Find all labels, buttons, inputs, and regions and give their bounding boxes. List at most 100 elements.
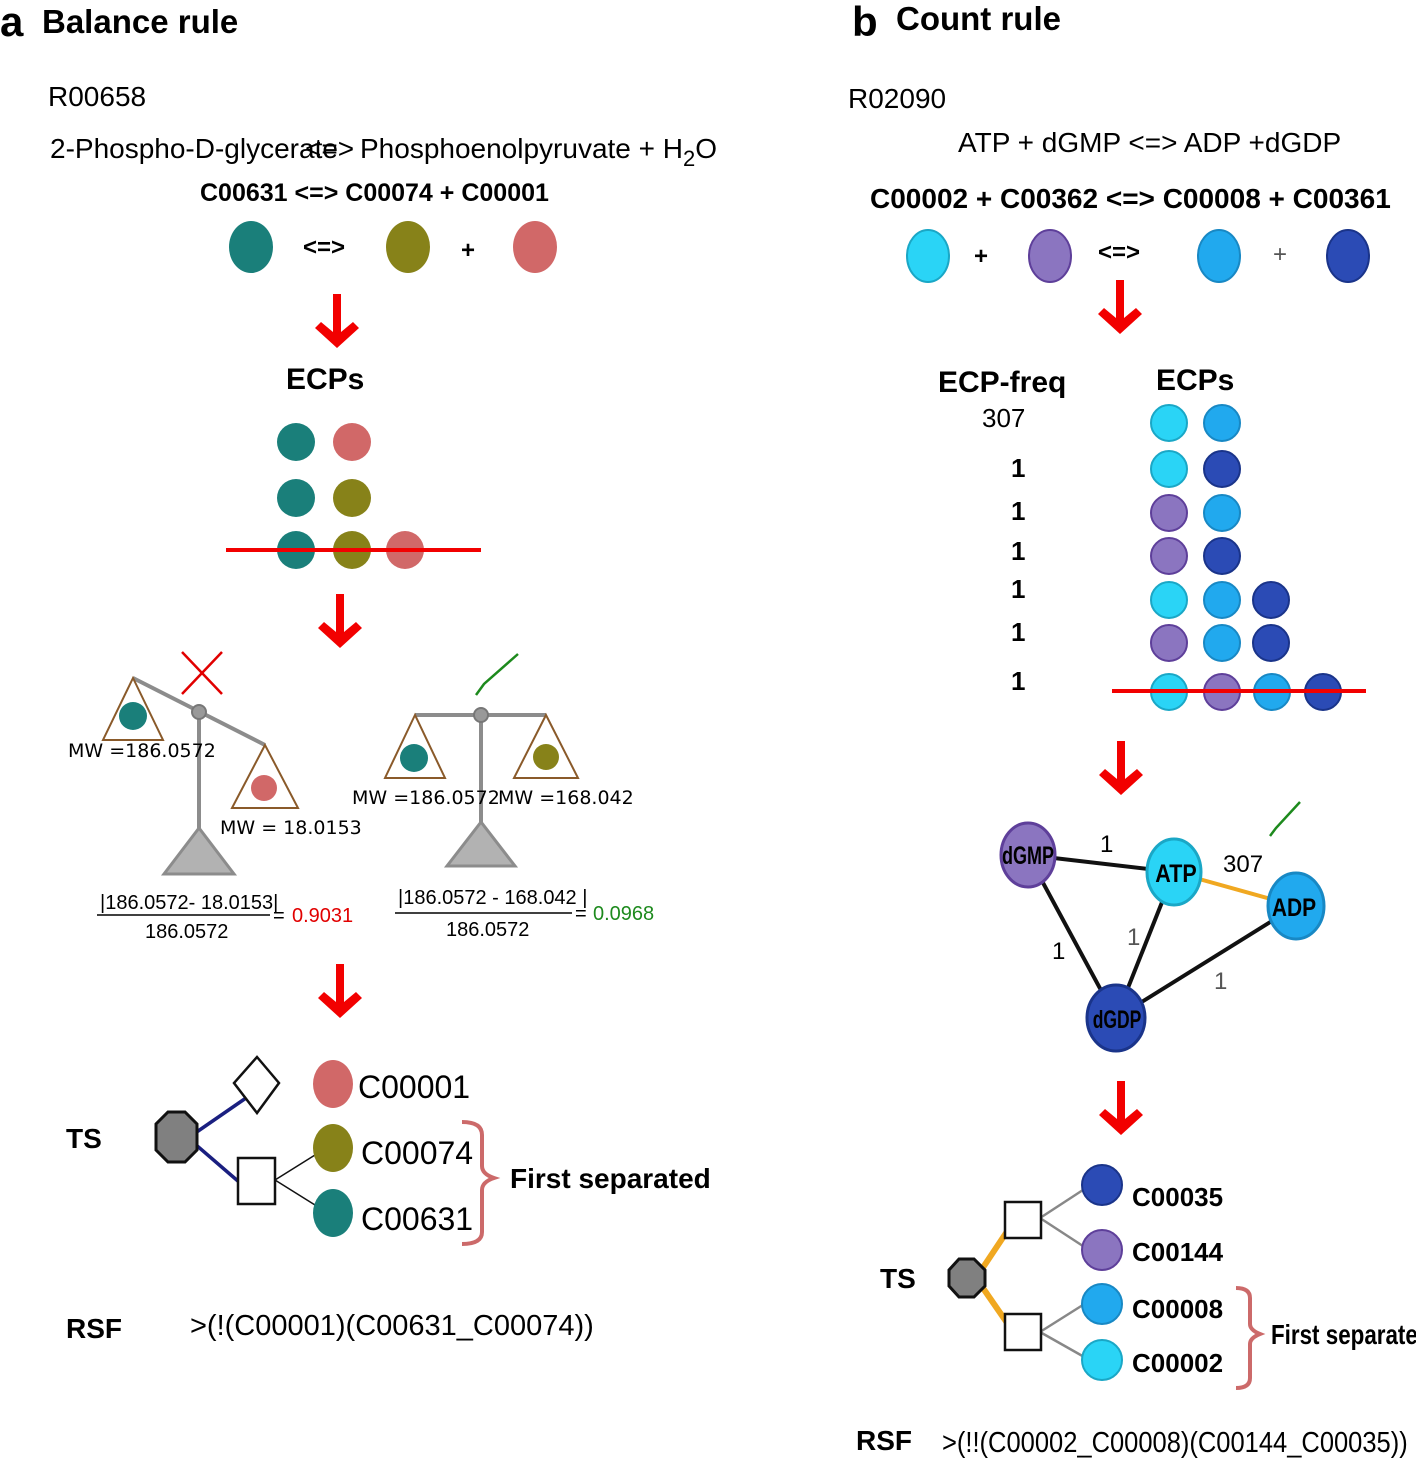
tree-structure-b: TS C00035 C00144 C00008 C00002 First sep…: [880, 1164, 1416, 1390]
fraction-value: 0.9031: [292, 905, 353, 927]
ecp-circle: [1203, 581, 1241, 619]
plus-symbol: +: [1273, 241, 1287, 268]
node-label: ADP: [1272, 893, 1316, 921]
compound-C00002: [906, 229, 950, 283]
rsf-label: RSF: [856, 1425, 912, 1456]
ecp-circle: [333, 479, 371, 517]
leaf-label: C00002: [1132, 1348, 1223, 1378]
ecp-circle: [277, 423, 315, 461]
fraction-denominator: 186.0572: [145, 921, 228, 943]
node-label: ATP: [1155, 859, 1196, 887]
leaf-C00002: [1081, 1339, 1123, 1381]
leaf-label: C00001: [358, 1069, 470, 1105]
compound-C00001: [513, 221, 557, 273]
arrow-down: [1098, 280, 1142, 334]
panel-a-reaction-id: R00658: [48, 81, 146, 112]
panel-a-equation: 2-Phospho-D-glycerate <=> Phosphoenolpyr…: [50, 133, 717, 171]
eq-symbol: <=>: [1098, 239, 1140, 266]
mw-label: MW =186.0572: [68, 740, 216, 762]
ecps-header: ECPs: [286, 363, 364, 396]
freq-value: 1: [1011, 536, 1025, 566]
first-separated-label: First separated: [1271, 1320, 1416, 1351]
panel-a-id-equation: C00631 <=> C00074 + C00001: [200, 179, 549, 207]
mw-label: MW = 18.0153: [220, 817, 362, 839]
square-node: [236, 1156, 277, 1206]
ecp-circle: [1203, 404, 1241, 442]
ecp-circle: [277, 479, 315, 517]
leaf-C00631: [313, 1189, 353, 1237]
rsf-value: >(!!(C00002_C00008)(C00144_C00035)): [942, 1425, 1408, 1458]
eq-left: 2-Phospho-D-glycerate: [50, 133, 338, 164]
ecp-circle: [1252, 581, 1290, 619]
arrow-down: [318, 594, 362, 648]
tree-structure-a: TS C00001 C00074 C00631 First separated: [66, 1055, 711, 1246]
ts-label: TS: [66, 1123, 102, 1154]
ecp-circle: [1150, 404, 1188, 442]
eq-symbol: <=>: [303, 234, 345, 261]
node-ADP: [1266, 871, 1326, 941]
brace: [461, 1120, 501, 1246]
fraction-accepted: |186.0572 - 168.042 | 186.0572 = 0.0968: [395, 887, 654, 941]
leaf-C00008: [1081, 1283, 1123, 1325]
panel-b-reaction-id: R02090: [848, 83, 946, 114]
panel-a-letter: a: [0, 0, 24, 45]
square-node: [1003, 1200, 1043, 1240]
edge-label: 1: [1052, 938, 1065, 965]
leaf-label: C00008: [1132, 1294, 1223, 1324]
mw-label: MW =168.042: [498, 787, 634, 809]
root-node: [154, 1110, 199, 1164]
freq-value: 307: [982, 403, 1025, 433]
ecp-graph: dGMP ATP ADP dGDP 1 307 1 1 1: [999, 801, 1326, 1053]
eq-sub: 2: [683, 146, 695, 171]
graph-edge: [1114, 904, 1298, 1020]
balance-scale-accepted: MW =186.0572 MW =168.042: [352, 653, 634, 868]
plus-symbol: +: [974, 243, 988, 270]
brace: [1235, 1286, 1266, 1390]
node-ATP: [1145, 837, 1203, 907]
ecp-freq-header: ECP-freq: [938, 366, 1066, 399]
check-icon: [1269, 801, 1301, 837]
rsf-value: >(!(C00001)(C00631_C00074)): [190, 1310, 594, 1342]
fraction-rejected: |186.0572- 18.0153| 186.0572 = 0.9031: [97, 892, 353, 943]
edge-label: 307: [1223, 851, 1263, 878]
freq-value: 1: [1011, 574, 1025, 604]
leaf-label: C00144: [1132, 1237, 1224, 1267]
panel-b-equation: ATP + dGMP <=> ADP +dGDP: [958, 127, 1341, 158]
eq-right: Phosphoenolpyruvate + H: [360, 133, 683, 164]
fraction-denominator: 186.0572: [446, 919, 529, 941]
leaf-C00074: [313, 1124, 353, 1172]
square-node: [1003, 1312, 1043, 1352]
equals-sign: =: [273, 905, 285, 927]
ecp-circle: [1150, 537, 1188, 575]
ecp-circle: [1252, 624, 1290, 662]
first-separated-label: First separated: [510, 1163, 711, 1194]
ecp-circle: [333, 423, 371, 461]
leaf-C00035: [1081, 1164, 1123, 1206]
freq-value: 1: [1011, 496, 1025, 526]
diamond-node: [232, 1055, 281, 1116]
leaf-label: C00074: [361, 1135, 473, 1171]
node-dGMP: [999, 821, 1057, 889]
panel-b-title: Count rule: [896, 0, 1061, 37]
node-label: dGDP: [1093, 1005, 1142, 1034]
ecp-circle: [1203, 450, 1241, 488]
edge-label: 1: [1100, 831, 1113, 858]
compound-C00361: [1326, 229, 1370, 283]
root-node: [947, 1257, 987, 1299]
ecp-circle: [1150, 581, 1188, 619]
ecps-header: ECPs: [1156, 364, 1234, 397]
compound-C00008: [1197, 229, 1241, 283]
panel-b: b Count rule R02090 ATP + dGMP <=> ADP +…: [848, 0, 1416, 1458]
compound-C00362: [1028, 229, 1072, 283]
freq-value: 1: [1011, 617, 1025, 647]
fraction-numerator: |186.0572 - 168.042 |: [398, 887, 587, 909]
ecp-grid-b: [1150, 404, 1342, 711]
fraction-numerator: |186.0572- 18.0153|: [100, 892, 278, 914]
eq-op: <=>: [305, 133, 354, 164]
ecp-circle: [1150, 624, 1188, 662]
compound-C00631: [229, 221, 273, 273]
arrow-down: [318, 964, 362, 1018]
panel-b-id-equation: C00002 + C00362 <=> C00008 + C00361: [870, 183, 1391, 214]
ecp-circle: [1150, 450, 1188, 488]
